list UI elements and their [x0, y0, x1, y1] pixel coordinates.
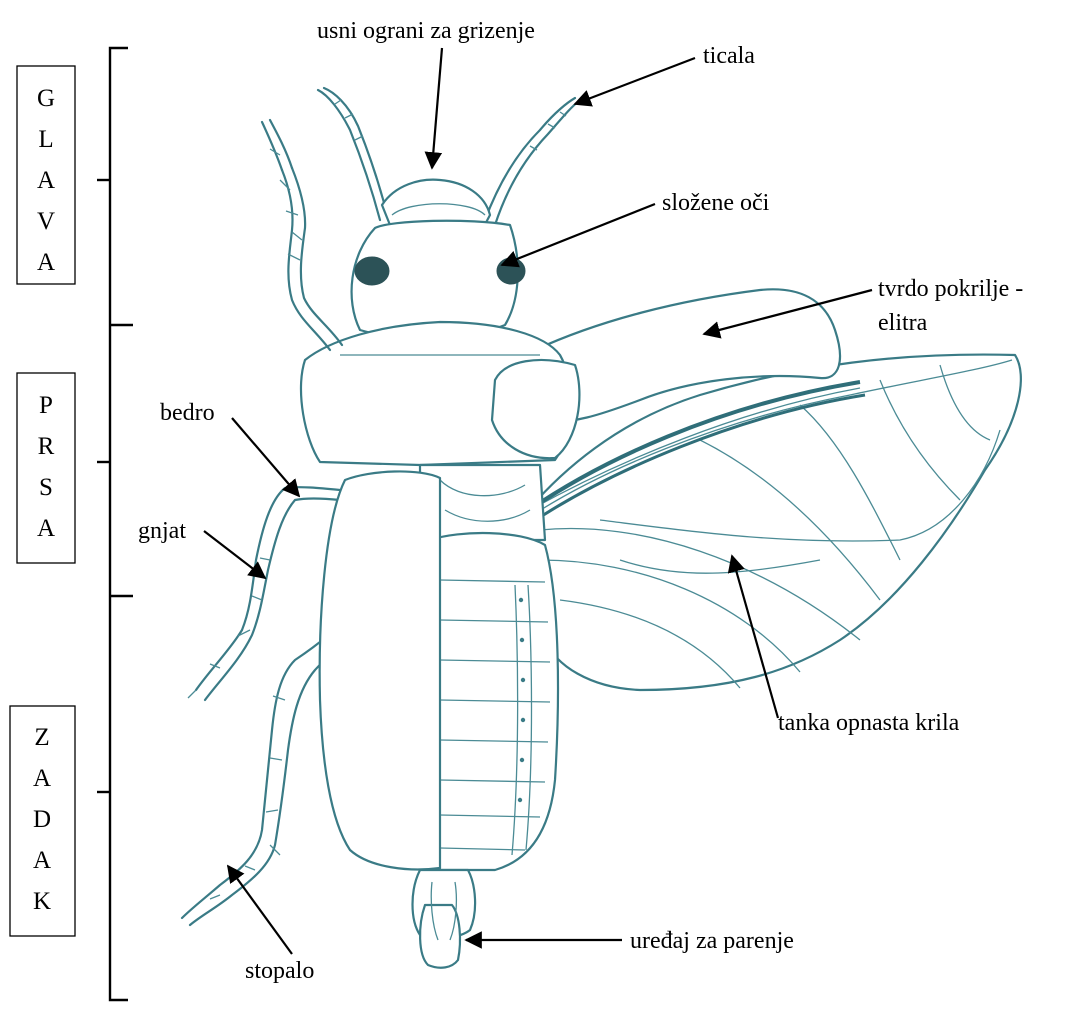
thorax-region-letter: R [38, 433, 55, 460]
compound-eye-left [355, 257, 389, 285]
genitalia [413, 870, 476, 968]
arrow-mouthparts [432, 48, 442, 168]
thorax-region-letter: P [39, 392, 53, 419]
head-region-letter: L [38, 126, 53, 153]
label-eyes: složene oči [662, 190, 770, 216]
thorax-region-letter: S [39, 474, 53, 501]
label-tarsus: stopalo [245, 958, 314, 984]
arrow-antennae [575, 58, 695, 104]
insect-illustration [182, 88, 1021, 968]
head [352, 180, 525, 338]
abdomen-region-box: Z A D A K [10, 706, 75, 936]
label-tibia: gnjat [138, 518, 186, 544]
abdomen-region-letter: Z [34, 724, 49, 751]
label-mouthparts: usni ograni za grizenje [317, 18, 535, 44]
label-genitalia: uređaj za parenje [630, 928, 794, 954]
label-elytra-line1: tvrdo pokrilje - [878, 276, 1023, 302]
head-region-box: G L A V A [17, 66, 75, 284]
abdomen-region-letter: D [33, 806, 51, 833]
arrow-tarsus [228, 866, 292, 954]
head-region-letter: A [37, 249, 55, 276]
label-antennae: ticala [703, 43, 755, 69]
head-region-letter: V [37, 208, 55, 235]
label-femur: bedro [160, 400, 215, 426]
head-region-letter: G [37, 85, 55, 112]
body-region-bracket [97, 48, 133, 1000]
arrow-eyes [502, 204, 655, 265]
abdomen-region-letter: A [33, 765, 51, 792]
thorax-region-box: P R S A [17, 373, 75, 563]
label-elytra-line2: elitra [878, 310, 928, 336]
head-region-letter: A [37, 167, 55, 194]
thorax-region-letter: A [37, 515, 55, 542]
abdomen-region-letter: K [33, 888, 51, 915]
arrow-tibia [204, 531, 265, 578]
elytron-folded [320, 471, 440, 869]
abdomen-region-letter: A [33, 847, 51, 874]
arrow-femur [232, 418, 299, 496]
label-wings: tanka opnasta krila [778, 710, 960, 736]
front-leg [262, 120, 342, 350]
